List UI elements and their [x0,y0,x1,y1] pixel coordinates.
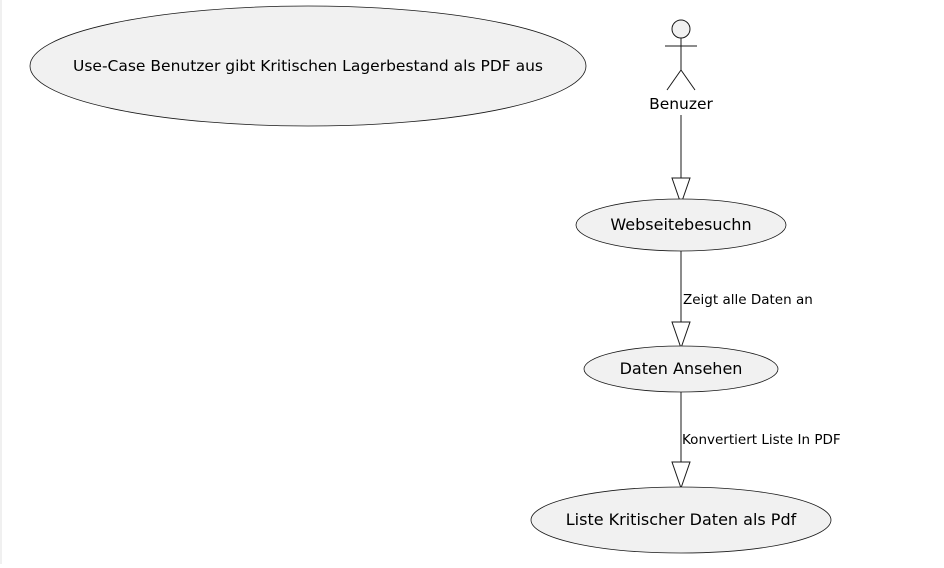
arrowhead-icon [671,177,691,206]
usecase-liste-ellipse [530,486,832,554]
usecase-daten-ansehen-label: Daten Ansehen [620,359,743,378]
usecase-liste-kritischer-daten: Liste Kritischer Daten als Pdf [530,486,832,554]
edge-label: Zeigt alle Daten an [683,292,813,308]
usecase-title-label: Use-Case Benutzer gibt Kritischen Lagerb… [73,57,543,75]
usecase-title: Use-Case Benutzer gibt Kritischen Lagerb… [29,5,587,127]
edge-actor-to-webseitebesuchn [671,115,691,206]
actor-leg-right [680,69,696,91]
page-edge [0,0,2,564]
actor-leg-left [666,69,682,91]
usecase-webseitebesuchn: Webseitebesuchn [575,198,787,252]
usecase-daten-ansehen: Daten Ansehen [583,345,779,393]
actor-head-icon [671,19,691,39]
arrowhead-icon [671,461,691,490]
usecase-title-ellipse [29,5,587,127]
edge-label: Konvertiert Liste In PDF [682,432,841,448]
edge-daten-ansehen-to-liste: Konvertiert Liste In PDF [671,392,841,490]
usecase-liste-label: Liste Kritischer Daten als Pdf [566,510,797,529]
actor-benuzer: Benuzer [649,19,714,113]
actor-label: Benuzer [649,95,713,113]
edge-webseitebesuchn-to-daten-ansehen: Zeigt alle Daten an [671,251,813,350]
arrowhead-icon [671,321,691,350]
usecase-webseitebesuchn-label: Webseitebesuchn [610,215,751,234]
